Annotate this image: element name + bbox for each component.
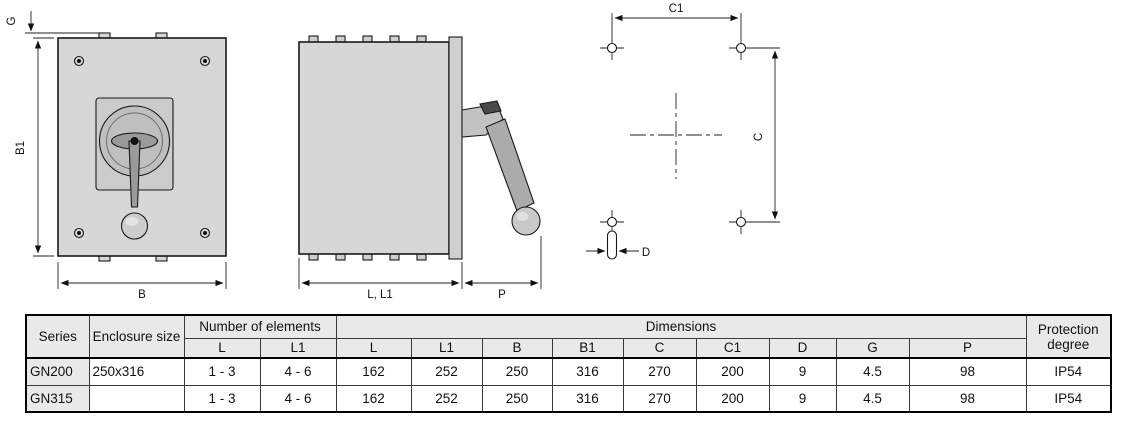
mounting-hole (729, 36, 753, 60)
fixing-slot (606, 230, 618, 260)
subheader-dim-b: B (481, 337, 553, 359)
table-row-gn315: GN315 1 - 3 4 - 6 162 252 250 316 270 20… (25, 384, 1112, 413)
cell: 270 (622, 357, 697, 386)
cell: 4 - 6 (259, 357, 337, 386)
cell: 98 (908, 384, 1027, 413)
handle-grip (485, 118, 535, 212)
cell: 1 - 3 (183, 384, 261, 413)
cell: 252 (410, 357, 483, 386)
mounting-hole (600, 36, 624, 60)
subheader-dim-b1: B1 (551, 337, 624, 359)
cell: 200 (695, 384, 770, 413)
corner-screws (73, 55, 211, 239)
dim-label-l-l1: L, L1 (367, 289, 393, 301)
header-protection-degree: Protection degree (1025, 314, 1112, 359)
mounting-hole (729, 210, 753, 234)
header-enclosure-size: Enclosure size (88, 314, 185, 359)
cell: 252 (410, 384, 483, 413)
drill-pattern-view: C1 C D (586, 3, 780, 260)
subheader-dim-c: C (622, 337, 697, 359)
dim-label-c: C (753, 133, 765, 141)
dim-label-p: P (498, 289, 506, 301)
cover-screws (308, 35, 427, 261)
subheader-dim-l1: L1 (410, 337, 483, 359)
technical-drawings: G B1 B (6, 3, 780, 301)
cell: 1 - 3 (183, 357, 261, 386)
front-view: G B1 B (6, 11, 227, 301)
cell: 9 (768, 384, 837, 413)
subheader-dim-d: D (768, 337, 837, 359)
dimensions-table: Series Enclosure size Number of elements… (25, 314, 1113, 413)
subheader-dim-l: L (335, 337, 412, 359)
subheader-dim-p: P (908, 337, 1027, 359)
handle-hub (130, 137, 139, 145)
mounting-hole (600, 210, 624, 234)
handle-latch (479, 100, 502, 115)
cover-flange (448, 36, 463, 260)
dim-label-b1: B1 (15, 141, 27, 155)
dim-label-d: D (642, 247, 650, 259)
enclosure-size-value: 250x316 (88, 357, 185, 386)
protection-degree-value: IP54 (1025, 384, 1112, 413)
dim-label-g: G (6, 16, 18, 25)
enclosure-size-value (88, 384, 185, 413)
subheader-elements-l: L (183, 337, 261, 359)
side-view: L, L1 P (298, 35, 542, 301)
cell: 9 (768, 357, 837, 386)
cell: 162 (335, 384, 412, 413)
cell: 98 (908, 357, 1027, 386)
drawings-svg: G B1 B (6, 3, 780, 301)
cell: 4.5 (835, 384, 910, 413)
cell: 4 - 6 (259, 384, 337, 413)
dim-label-c1: C1 (669, 3, 684, 15)
cell: 250 (481, 384, 553, 413)
cell: 4.5 (835, 357, 910, 386)
subheader-dim-g: G (835, 337, 910, 359)
dim-label-b: B (138, 289, 146, 301)
header-number-of-elements: Number of elements (183, 314, 337, 339)
cell: 316 (551, 357, 624, 386)
handle-knob-side (511, 206, 541, 236)
subheader-elements-l1: L1 (259, 337, 337, 359)
enclosure-side-body (298, 41, 450, 255)
cell: 162 (335, 357, 412, 386)
cell: 270 (622, 384, 697, 413)
table-row-gn200: GN200 250x316 1 - 3 4 - 6 162 252 250 31… (25, 357, 1112, 386)
series-name: GN200 (25, 357, 90, 386)
series-name: GN315 (25, 384, 90, 413)
protection-degree-value: IP54 (1025, 357, 1112, 386)
header-dimensions: Dimensions (335, 314, 1027, 339)
cell: 200 (695, 357, 770, 386)
handle-arm (128, 140, 141, 208)
subheader-dim-c1: C1 (695, 337, 770, 359)
handle-knob (120, 212, 149, 240)
header-series: Series (25, 314, 90, 359)
cell: 250 (481, 357, 553, 386)
cell: 316 (551, 384, 624, 413)
